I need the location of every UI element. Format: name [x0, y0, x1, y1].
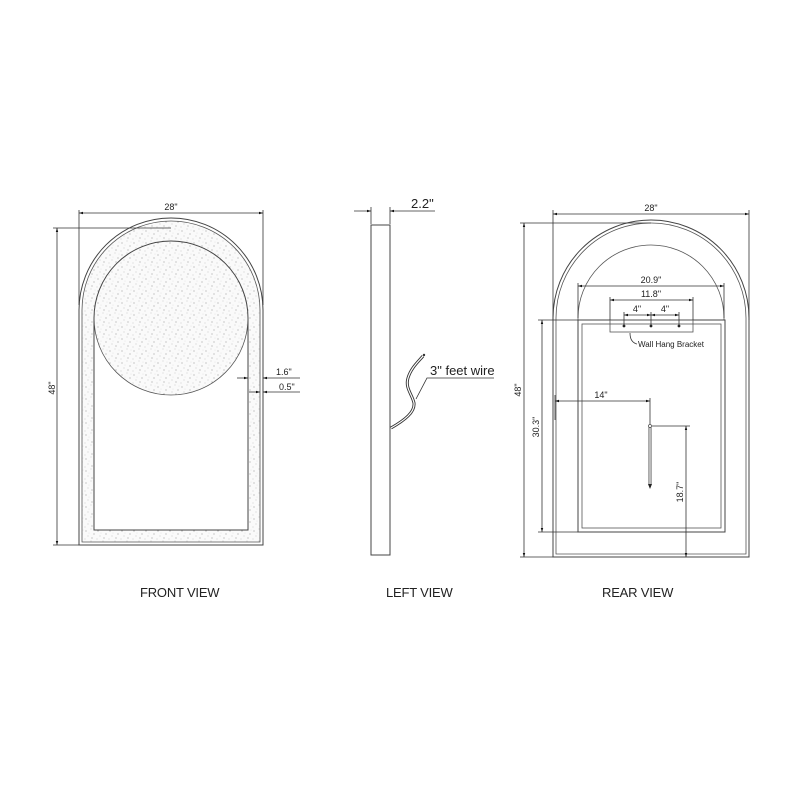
left-depth-label: 2.2": [411, 196, 434, 211]
rear-view: 28" 48" 30.3" 20.9" 11.8" 4" 4": [513, 203, 750, 558]
front-frame-width-label: 1.6": [276, 367, 292, 377]
front-height-label: 48": [47, 381, 57, 394]
bracket-label: Wall Hang Bracket: [638, 340, 705, 349]
bracket-width-label: 11.8": [641, 289, 661, 299]
rear-width-label: 28": [644, 203, 657, 213]
front-lip-label: 0.5": [279, 382, 295, 392]
front-width-label: 28": [164, 202, 177, 212]
wire-height-label: 18.7": [675, 482, 685, 503]
left-view: 2.2" 3" feet wire: [354, 196, 495, 556]
front-view: 28" 48" 1.6" 0.5": [47, 202, 300, 546]
wall-hang-bracket: [609, 319, 694, 333]
front-view-caption: FRONT VIEW: [140, 585, 220, 600]
hole-spacing-right-label: 4": [661, 304, 669, 314]
left-view-caption: LEFT VIEW: [386, 585, 453, 600]
panel-height-label: 30.3": [531, 417, 541, 438]
wire-label: 3" feet wire: [430, 363, 495, 378]
hole-spacing-left-label: 4": [633, 304, 641, 314]
wire-offset-label: 14": [594, 390, 607, 400]
panel-width-label: 20.9": [641, 275, 662, 285]
rear-height-label: 48": [513, 383, 523, 396]
rear-view-caption: REAR VIEW: [602, 585, 674, 600]
